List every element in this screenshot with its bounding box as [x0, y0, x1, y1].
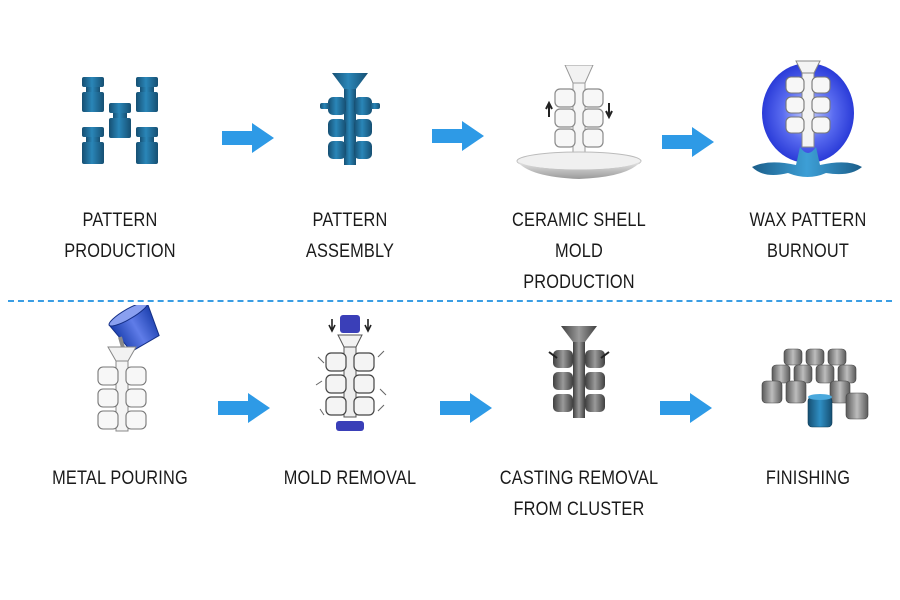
- label-line: MOLD: [555, 241, 603, 262]
- label-line: METAL POURING: [52, 468, 188, 489]
- arrow-right-icon: [440, 393, 492, 423]
- row-divider: [8, 300, 892, 302]
- pattern-tree-icon: [255, 65, 445, 195]
- step-label: FINISHING: [726, 463, 889, 494]
- casting-removal-icon: [484, 312, 674, 442]
- step-label: CERAMIC SHELL MOLD PRODUCTION: [497, 205, 660, 298]
- label-line: PATTERN: [312, 210, 388, 231]
- label-line: FROM CLUSTER: [513, 499, 645, 520]
- label-line: FINISHING: [765, 468, 851, 489]
- arrow-right-icon: [222, 123, 274, 153]
- burnout-icon: [713, 55, 900, 185]
- step-label: PATTERN ASSEMBLY: [268, 205, 431, 267]
- step-label: MOLD REMOVAL: [268, 463, 431, 494]
- step-label: PATTERN PRODUCTION: [38, 205, 201, 267]
- wax-patterns-icon: [25, 65, 215, 195]
- ceramic-shell-icon: [484, 65, 674, 195]
- label-line: CASTING REMOVAL: [499, 468, 659, 489]
- arrow-right-icon: [660, 393, 712, 423]
- label-line: ASSEMBLY: [305, 241, 395, 262]
- label-line: PRODUCTION: [523, 272, 635, 293]
- metal-pouring-icon: [25, 305, 215, 435]
- arrow-right-icon: [218, 393, 270, 423]
- label-line: BURNOUT: [767, 241, 849, 262]
- step-label: CASTING REMOVAL FROM CLUSTER: [497, 463, 660, 525]
- mold-removal-icon: [255, 305, 445, 435]
- label-line: MOLD REMOVAL: [283, 468, 417, 489]
- label-line: CERAMIC SHELL: [512, 210, 646, 231]
- step-label: WAX PATTERN BURNOUT: [726, 205, 889, 267]
- step-label: METAL POURING: [38, 463, 201, 494]
- arrow-right-icon: [432, 121, 484, 151]
- label-line: PATTERN: [82, 210, 158, 231]
- arrow-right-icon: [662, 127, 714, 157]
- label-line: WAX PATTERN: [749, 210, 867, 231]
- finishing-icon: [713, 315, 900, 445]
- label-line: PRODUCTION: [64, 241, 176, 262]
